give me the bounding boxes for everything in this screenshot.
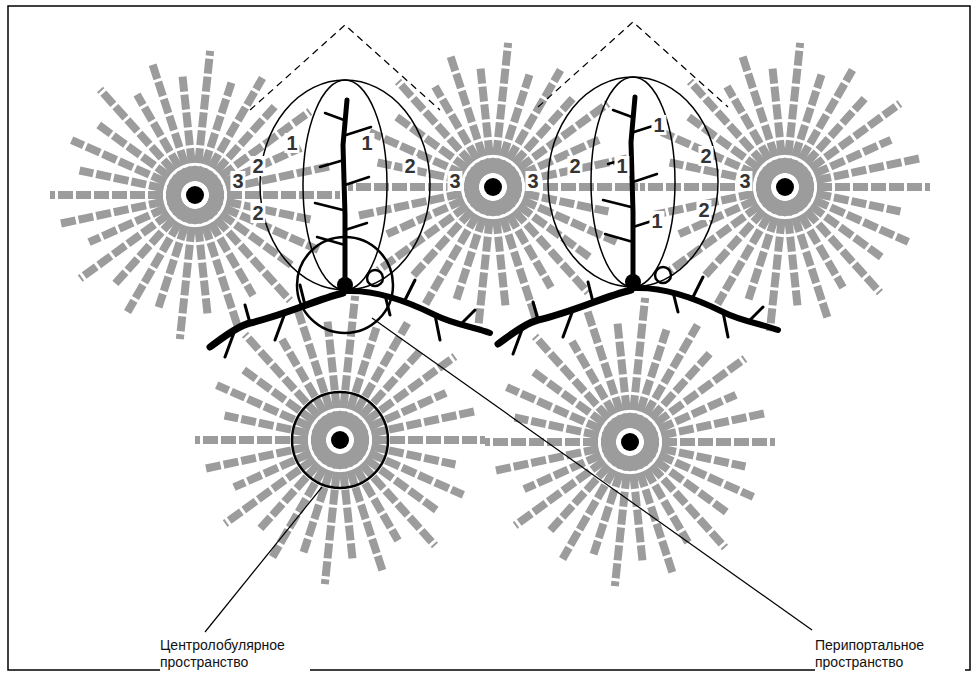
zone-number: 1 (614, 156, 629, 176)
zone-number: 3 (525, 171, 540, 191)
zone-number: 3 (230, 171, 245, 191)
zone-number: 3 (737, 171, 752, 191)
zone-number: 3 (447, 171, 462, 191)
zone-number: 2 (696, 200, 711, 220)
zone-number: 1 (649, 211, 664, 231)
zone-number: 1 (651, 115, 666, 135)
zone-caption: Перипортальное пространство (815, 637, 965, 671)
zone-caption: Центролобулярное пространство (160, 637, 310, 671)
zone-number: 1 (284, 133, 299, 153)
zone-number: 2 (567, 156, 582, 176)
zone-number: 2 (250, 203, 265, 223)
zone-number: 2 (698, 146, 713, 166)
zone-number: 2 (250, 156, 265, 176)
zone-number: 1 (359, 133, 374, 153)
zone-number: 2 (402, 156, 417, 176)
